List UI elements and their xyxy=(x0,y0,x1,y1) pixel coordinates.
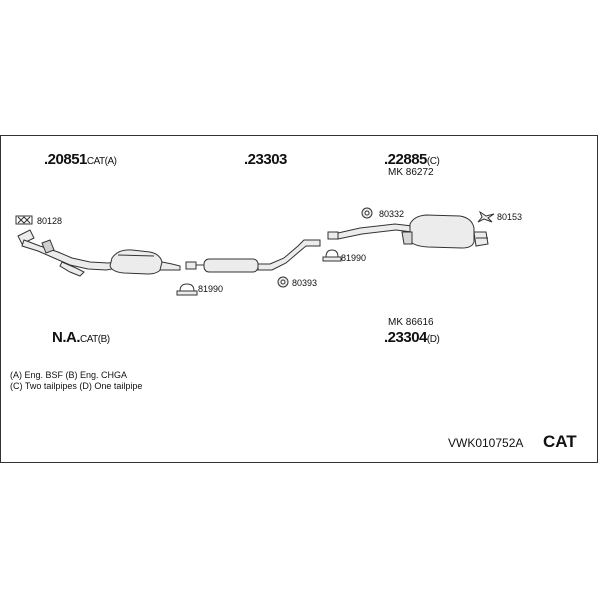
diagram-code: VWK010752A xyxy=(448,436,524,450)
clamp-icon xyxy=(176,283,198,296)
mk-86616-label: MK 86616 xyxy=(388,317,434,328)
mk-86272-label: MK 86272 xyxy=(388,167,434,178)
note-tailpipes: (C) Two tailpipes (D) One tailpipe xyxy=(10,381,143,391)
rubber-mount-icon xyxy=(361,207,373,219)
part-23304-label: .23304(D) xyxy=(384,329,440,346)
part-suffix: (D) xyxy=(426,334,440,345)
part-number: 23303 xyxy=(247,151,288,168)
part-suffix: CAT(B) xyxy=(80,334,110,345)
rubber-mount-icon xyxy=(277,276,289,288)
part-80153-label: 80153 xyxy=(497,212,523,222)
part-80332-label: 80332 xyxy=(379,209,405,219)
part-suffix: CAT(A) xyxy=(86,156,117,167)
part-23303-label: .23303 xyxy=(244,152,287,167)
part-dot: . xyxy=(384,329,388,346)
part-dot: . xyxy=(44,151,48,168)
part-dot: . xyxy=(384,151,388,168)
hanger-icon xyxy=(477,210,495,223)
part-81990-label: 81990 xyxy=(198,284,224,294)
part-number: 20851 xyxy=(47,151,88,168)
part-20851-label: .20851CAT(A) xyxy=(44,151,117,168)
gasket-icon xyxy=(15,215,33,225)
note-engine: (A) Eng. BSF (B) Eng. CHGA xyxy=(10,370,128,380)
middle-section xyxy=(185,239,321,273)
part-number: 23304 xyxy=(387,329,428,346)
part-dot: . xyxy=(244,151,248,168)
part-80128-label: 80128 xyxy=(37,216,63,226)
rear-pipe xyxy=(327,223,413,240)
rear-silencer xyxy=(401,214,489,249)
part-22885-label: .22885(C) xyxy=(384,151,440,168)
catalytic-converter xyxy=(109,249,181,275)
clamp-icon xyxy=(322,249,342,262)
part-suffix: (C) xyxy=(426,156,440,167)
diagram-frame xyxy=(0,135,598,463)
cat-label: CAT xyxy=(543,432,577,451)
part-na-label: N.A.CAT(B) xyxy=(52,330,110,345)
part-81990-label: 81990 xyxy=(341,253,367,263)
part-80393-label: 80393 xyxy=(292,278,318,288)
front-pipe xyxy=(17,229,119,277)
part-number: 22885 xyxy=(387,151,428,168)
part-number: N.A. xyxy=(52,329,81,346)
